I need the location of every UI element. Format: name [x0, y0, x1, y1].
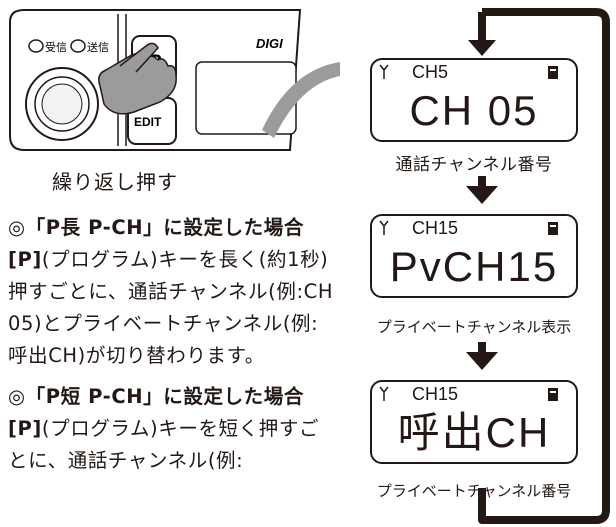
p-key-ref: [P]: [8, 417, 42, 440]
lcd-display-1: CH5 CH 05: [370, 58, 578, 142]
pressing-hand-icon: [98, 42, 177, 115]
channel-indicator: CH15: [412, 218, 459, 238]
lcd-display-2: CH15 PvCH15: [370, 214, 578, 298]
channel-main-readout: CH 05: [409, 87, 539, 134]
memory-icon: [548, 388, 558, 401]
tx-label: 送信: [87, 40, 109, 54]
press-caption: 繰り返し押す: [52, 170, 178, 194]
long-press-body-line1: (プログラム)キーを長く(約: [41, 248, 288, 271]
long-press-heading: ◎「P長 P-CH」に設定した場合: [8, 216, 304, 239]
brand-label: DIGI: [256, 36, 283, 51]
p-key-ref: [P]: [8, 248, 42, 271]
lcd-caption-1: 通話チャンネル番号: [395, 155, 553, 175]
memory-icon: [548, 222, 558, 235]
memory-icon: [548, 66, 558, 79]
antenna-icon: [379, 220, 389, 235]
down-arrow-icon: [468, 40, 496, 56]
pointer-swoosh: [262, 62, 340, 138]
volume-knob: [25, 67, 99, 141]
short-press-body-rest: すごとに、通話チャンネル(例:: [8, 417, 320, 472]
down-arrow-icon: [466, 352, 498, 370]
lcd-display-3: CH15 呼出CH: [370, 380, 578, 464]
long-press-body-rest: 1秒)押すごとに、通話チャンネル(例:CH 05)とプライベートチャンネル(例:…: [8, 248, 334, 367]
short-press-body: [P](プログラム)キーを短く押すごとに、通話チャンネル(例:: [8, 413, 338, 477]
edit-key-label: EDIT: [134, 115, 162, 129]
instructions: ◎「P長 P-CH」に設定した場合 [P](プログラム)キーを長く(約1秒)押す…: [8, 212, 338, 477]
antenna-icon: [379, 64, 389, 79]
lcd-caption-3: プライベートチャンネル番号: [376, 482, 572, 500]
channel-indicator: CH15: [412, 384, 459, 404]
channel-main-readout: 呼出CH: [397, 409, 551, 456]
rx-indicator: [28, 39, 44, 53]
lcd-caption-2: プライベートチャンネル表示: [376, 318, 572, 336]
short-press-body-line1: (プログラム)キーを短く押: [41, 417, 279, 440]
antenna-icon: [379, 386, 389, 401]
channel-main-readout: PvCH15: [389, 243, 559, 290]
down-arrow-icon: [466, 186, 498, 204]
tx-indicator: [70, 39, 86, 53]
long-press-body: [P](プログラム)キーを長く(約1秒)押すごとに、通話チャンネル(例:CH 0…: [8, 244, 338, 372]
channel-indicator: CH5: [412, 62, 449, 82]
short-press-heading: ◎「P短 P-CH」に設定した場合: [8, 385, 304, 408]
radio-illustration: 受信 送信 P EDIT DIGI: [9, 9, 340, 151]
rx-label: 受信: [45, 41, 67, 54]
